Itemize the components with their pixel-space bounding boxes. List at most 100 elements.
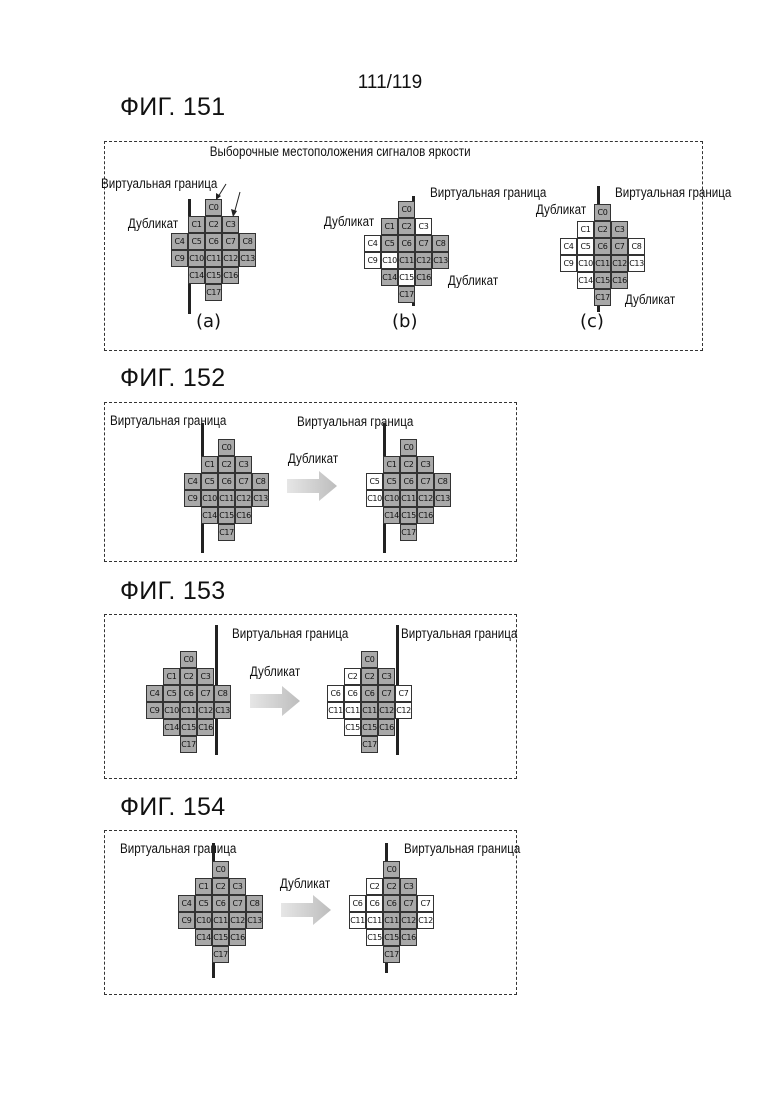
cell-c2: C2 <box>400 456 417 473</box>
cell-c5: C5 <box>577 238 594 255</box>
cell-c0: C0 <box>383 861 400 878</box>
cell-c16: C16 <box>235 507 252 524</box>
cell-c15: C15 <box>366 929 383 946</box>
cell-c11: C11 <box>383 912 400 929</box>
figure-title-153: ФИГ. 153 <box>120 577 225 606</box>
cell-c1: C1 <box>577 221 594 238</box>
cell-c10: C10 <box>163 702 180 719</box>
cell-c14: C14 <box>195 929 212 946</box>
virtual-boundary-label: Виртуальная граница <box>615 185 701 200</box>
cell-c0: C0 <box>218 439 235 456</box>
cell-c15: C15 <box>180 719 197 736</box>
cell-c1: C1 <box>195 878 212 895</box>
cell-c15: C15 <box>400 507 417 524</box>
cell-c7: C7 <box>415 235 432 252</box>
cell-c9: C9 <box>178 912 195 929</box>
cell-c7: C7 <box>417 895 434 912</box>
cell-c12: C12 <box>417 912 434 929</box>
cell-c15: C15 <box>344 719 361 736</box>
cell-c7: C7 <box>417 473 434 490</box>
cell-c11: C11 <box>400 490 417 507</box>
duplicate-label: Дубликат <box>616 292 685 307</box>
virtual-boundary-label: Виртуальная граница <box>401 626 487 641</box>
cell-c11: C11 <box>366 912 383 929</box>
cell-c5: C5 <box>366 473 383 490</box>
cell-c11: C11 <box>398 252 415 269</box>
cell-c0: C0 <box>398 201 415 218</box>
cell-c13: C13 <box>214 702 231 719</box>
cell-c11: C11 <box>327 702 344 719</box>
cell-c9: C9 <box>184 490 201 507</box>
cell-c7: C7 <box>611 238 628 255</box>
cell-c14: C14 <box>383 507 400 524</box>
cell-c7: C7 <box>378 685 395 702</box>
cell-c10: C10 <box>383 490 400 507</box>
cell-c7: C7 <box>235 473 252 490</box>
duplicate-label: Дубликат <box>279 451 348 466</box>
cell-c11: C11 <box>212 912 229 929</box>
subfigure-label-c: (c) <box>580 311 604 332</box>
cell-c9: C9 <box>364 252 381 269</box>
cell-c1: C1 <box>201 456 218 473</box>
cell-c10: C10 <box>381 252 398 269</box>
cell-c6: C6 <box>327 685 344 702</box>
cell-c8: C8 <box>434 473 451 490</box>
cell-c2: C2 <box>383 878 400 895</box>
cell-c14: C14 <box>577 272 594 289</box>
cell-c6: C6 <box>349 895 366 912</box>
cell-c4: C4 <box>184 473 201 490</box>
cell-c7: C7 <box>229 895 246 912</box>
cell-c6: C6 <box>366 895 383 912</box>
cell-c6: C6 <box>594 238 611 255</box>
cell-c8: C8 <box>214 685 231 702</box>
cell-c2: C2 <box>398 218 415 235</box>
cell-c2: C2 <box>594 221 611 238</box>
cell-c2: C2 <box>366 878 383 895</box>
cell-c9: C9 <box>560 255 577 272</box>
cell-c15: C15 <box>398 269 415 286</box>
cell-c17: C17 <box>212 946 229 963</box>
cell-c2: C2 <box>344 668 361 685</box>
cell-c3: C3 <box>415 218 432 235</box>
cell-c15: C15 <box>594 272 611 289</box>
cell-c16: C16 <box>378 719 395 736</box>
cell-c3: C3 <box>378 668 395 685</box>
cell-c15: C15 <box>218 507 235 524</box>
subfigure-label-a: (a) <box>196 311 221 332</box>
cell-c12: C12 <box>415 252 432 269</box>
cell-c11: C11 <box>180 702 197 719</box>
cell-c0: C0 <box>361 651 378 668</box>
cell-c4: C4 <box>178 895 195 912</box>
cell-c17: C17 <box>180 736 197 753</box>
cell-c2: C2 <box>180 668 197 685</box>
virtual-boundary-label: Виртуальная граница <box>232 626 318 641</box>
cell-c16: C16 <box>417 507 434 524</box>
cell-c13: C13 <box>246 912 263 929</box>
cell-c11: C11 <box>594 255 611 272</box>
duplicate-label: Дубликат <box>271 876 340 891</box>
duplicate-label: Дубликат <box>439 273 508 288</box>
cell-c7: C7 <box>400 895 417 912</box>
duplicate-label: Дубликат <box>241 664 310 679</box>
virtual-boundary-label: Виртуальная граница <box>430 185 516 200</box>
cell-c10: C10 <box>366 490 383 507</box>
cell-c13: C13 <box>432 252 449 269</box>
cell-c16: C16 <box>400 929 417 946</box>
cell-c0: C0 <box>594 204 611 221</box>
cell-c16: C16 <box>197 719 214 736</box>
cell-c6: C6 <box>212 895 229 912</box>
figure-title-152: ФИГ. 152 <box>120 364 225 393</box>
cell-c11: C11 <box>218 490 235 507</box>
cell-c6: C6 <box>383 895 400 912</box>
cell-c16: C16 <box>611 272 628 289</box>
cell-c1: C1 <box>163 668 180 685</box>
cell-c14: C14 <box>201 507 218 524</box>
duplicate-arrow-icon <box>281 895 331 925</box>
cell-c3: C3 <box>229 878 246 895</box>
cell-c0: C0 <box>400 439 417 456</box>
virtual-boundary-label: Виртуальная граница <box>404 841 490 856</box>
cell-c6: C6 <box>218 473 235 490</box>
cell-c12: C12 <box>197 702 214 719</box>
virtual-boundary-label: Виртуальная граница <box>297 414 383 429</box>
cell-c6: C6 <box>344 685 361 702</box>
